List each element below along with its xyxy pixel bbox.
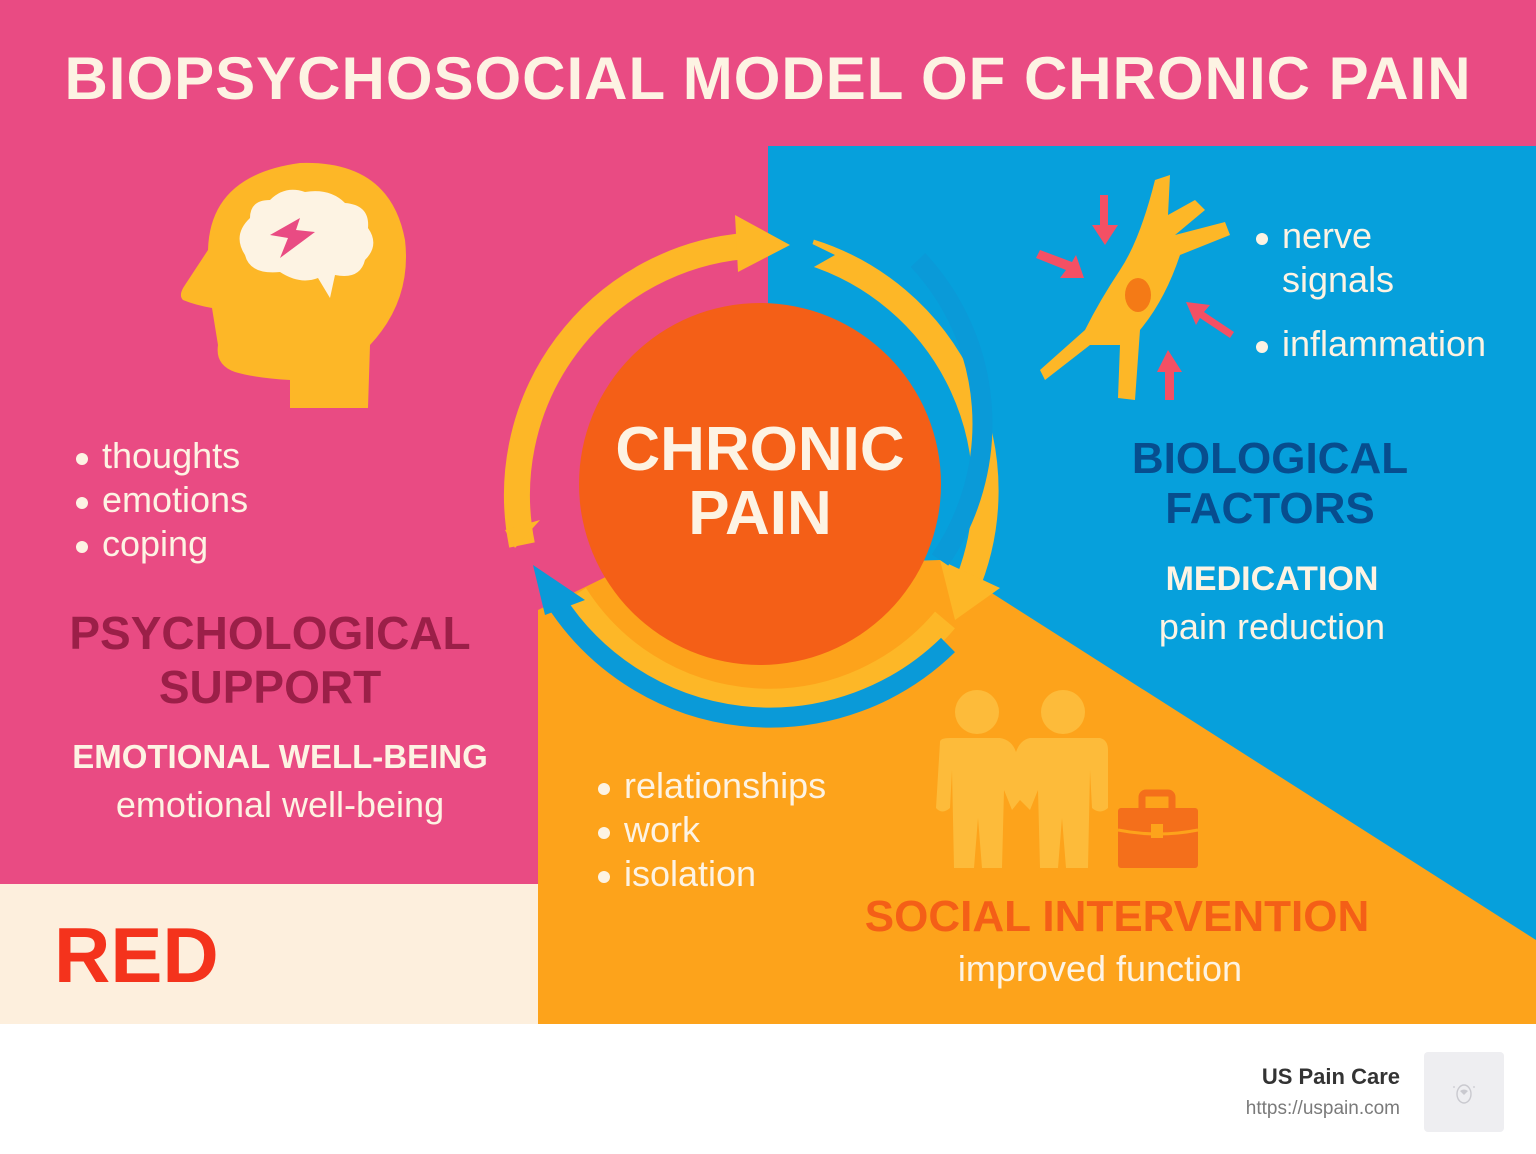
psychological-heading-line1: PSYCHOLOGICAL bbox=[69, 607, 471, 659]
bullet-item: thoughts bbox=[72, 434, 248, 478]
biological-subheading: MEDICATION bbox=[1165, 560, 1379, 598]
biological-heading: BIOLOGICAL FACTORS bbox=[1090, 434, 1450, 534]
bullet-item: coping bbox=[72, 522, 248, 566]
center-label: CHRONIC PAIN bbox=[578, 418, 942, 546]
bullet-item: relationships bbox=[594, 764, 826, 808]
bullet-item: inflammation bbox=[1252, 322, 1486, 366]
bullet-item: work bbox=[594, 808, 826, 852]
biological-bullets: nerve signals inflammation bbox=[1252, 214, 1486, 366]
infographic-poster: BIOPSYCHOSOCIAL MODEL OF CHRONIC PAIN CH… bbox=[0, 0, 1536, 1024]
corner-label: RED bbox=[54, 911, 219, 999]
biological-heading-line1: BIOLOGICAL bbox=[1131, 434, 1409, 483]
page-title: BIOPSYCHOSOCIAL MODEL OF CHRONIC PAIN bbox=[64, 45, 1472, 112]
cycle-arrows bbox=[503, 215, 1000, 728]
psychological-outcome: emotional well-being bbox=[115, 784, 445, 825]
two-people-icon bbox=[936, 690, 1108, 868]
bullet-item: isolation bbox=[594, 852, 826, 896]
social-bullets: relationships work isolation bbox=[594, 764, 826, 896]
brand-name: US Pain Care bbox=[1261, 1064, 1400, 1089]
background-panels bbox=[0, 146, 1536, 1024]
corner-panel bbox=[0, 884, 538, 1024]
psychological-heading: PSYCHOLOGICAL SUPPORT bbox=[40, 606, 500, 714]
briefcase-icon bbox=[1117, 789, 1199, 868]
head-brain-lightning-icon bbox=[180, 162, 406, 408]
bear-logo-icon bbox=[1453, 1084, 1475, 1104]
center-circle bbox=[579, 303, 941, 665]
brand-url[interactable]: https://uspain.com bbox=[1245, 1098, 1400, 1119]
center-label-line1: CHRONIC bbox=[615, 415, 905, 484]
center-label-line2: PAIN bbox=[688, 479, 832, 548]
footer-brand: US Pain Care https://uspain.com bbox=[1246, 1064, 1400, 1120]
psychological-heading-line2: SUPPORT bbox=[158, 661, 382, 713]
psychological-bullets: thoughts emotions coping bbox=[72, 434, 248, 566]
bullet-item: emotions bbox=[72, 478, 248, 522]
social-outcome: improved function bbox=[957, 948, 1243, 989]
biological-heading-line2: FACTORS bbox=[1165, 484, 1375, 533]
bullet-item: nerve signals bbox=[1252, 214, 1486, 302]
neuron-icon bbox=[1036, 175, 1234, 400]
biological-outcome: pain reduction bbox=[1158, 606, 1386, 647]
social-heading: SOCIAL INTERVENTION bbox=[864, 892, 1370, 941]
brand-logo bbox=[1424, 1052, 1504, 1132]
psychological-subheading: EMOTIONAL WELL-BEING bbox=[72, 738, 488, 775]
